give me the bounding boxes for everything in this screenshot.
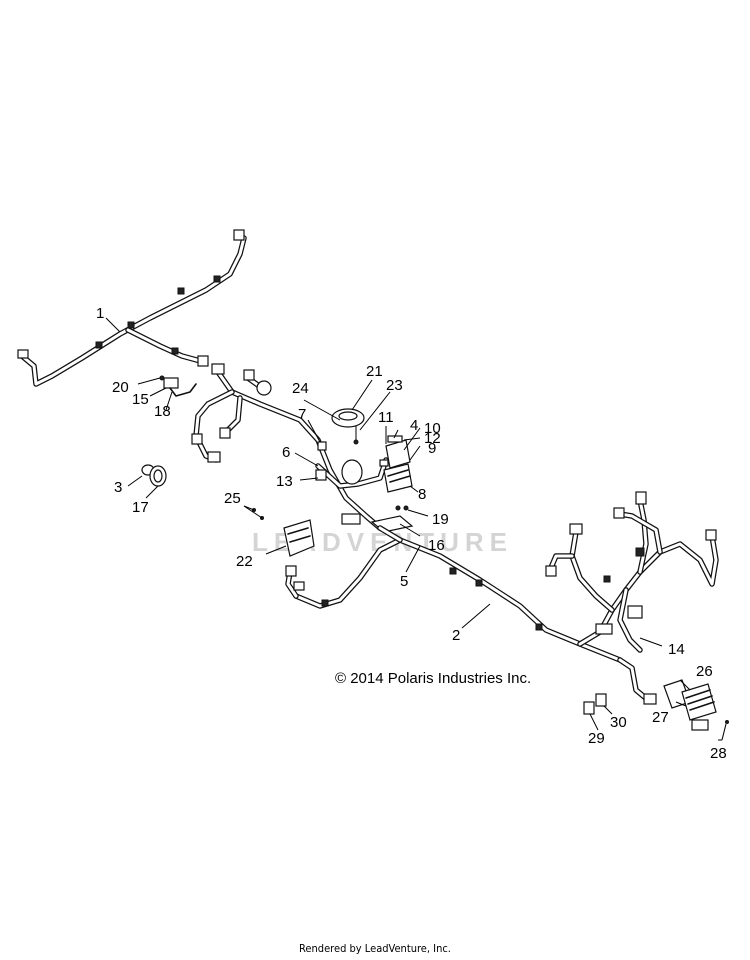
callout-11: 11 xyxy=(378,409,394,426)
copyright-notice: © 2014 Polaris Industries Inc. xyxy=(335,670,531,687)
callout-28: 28 xyxy=(710,745,727,762)
callout-13: 13 xyxy=(276,473,293,490)
main-harness xyxy=(285,525,623,663)
callout-labels: 1 2 3 4 5 6 7 8 9 10 11 12 13 14 15 16 1… xyxy=(96,305,727,762)
part-18-connector-bracket xyxy=(159,375,197,397)
part-3-grommet xyxy=(141,464,167,487)
roof-harness xyxy=(17,229,247,387)
callout-3: 3 xyxy=(114,479,122,496)
rear-harness xyxy=(545,491,719,705)
callout-9: 9 xyxy=(428,440,436,457)
front-harness xyxy=(191,363,383,531)
callout-2: 2 xyxy=(452,627,460,644)
callout-16: 16 xyxy=(428,537,445,554)
callout-19: 19 xyxy=(432,511,449,528)
callout-6: 6 xyxy=(282,444,290,461)
callout-27: 27 xyxy=(652,709,669,726)
part-22-ecu-module xyxy=(252,508,315,557)
callout-21: 21 xyxy=(366,363,383,380)
part-21-cover xyxy=(331,408,365,445)
callout-20: 20 xyxy=(112,379,129,396)
part-26-voltage-regulator xyxy=(663,679,729,741)
footer-credit: Rendered by LeadVenture, Inc. xyxy=(299,942,451,955)
callout-7: 7 xyxy=(298,406,306,423)
callout-29: 29 xyxy=(588,730,605,747)
callout-14: 14 xyxy=(668,641,685,658)
callout-30: 30 xyxy=(610,714,627,731)
callout-1: 1 xyxy=(96,305,104,322)
callout-24: 24 xyxy=(292,380,309,397)
callout-8: 8 xyxy=(418,486,426,503)
callout-10: 10 xyxy=(424,420,441,437)
callout-4: 4 xyxy=(410,417,418,434)
callout-12: 12 xyxy=(424,430,441,447)
callout-25: 25 xyxy=(224,490,241,507)
callout-15: 15 xyxy=(132,391,149,408)
part-29-30-fuses xyxy=(583,693,607,715)
callout-22: 22 xyxy=(236,553,253,570)
callout-26: 26 xyxy=(696,663,713,680)
part-9-fuse-box xyxy=(379,435,413,493)
leader-lines xyxy=(105,317,722,741)
part-6-relay-center xyxy=(315,457,389,525)
callout-5: 5 xyxy=(400,573,408,590)
part-7-clip xyxy=(317,441,327,451)
callout-23: 23 xyxy=(386,377,403,394)
callout-18: 18 xyxy=(154,403,171,420)
callout-17: 17 xyxy=(132,499,149,516)
